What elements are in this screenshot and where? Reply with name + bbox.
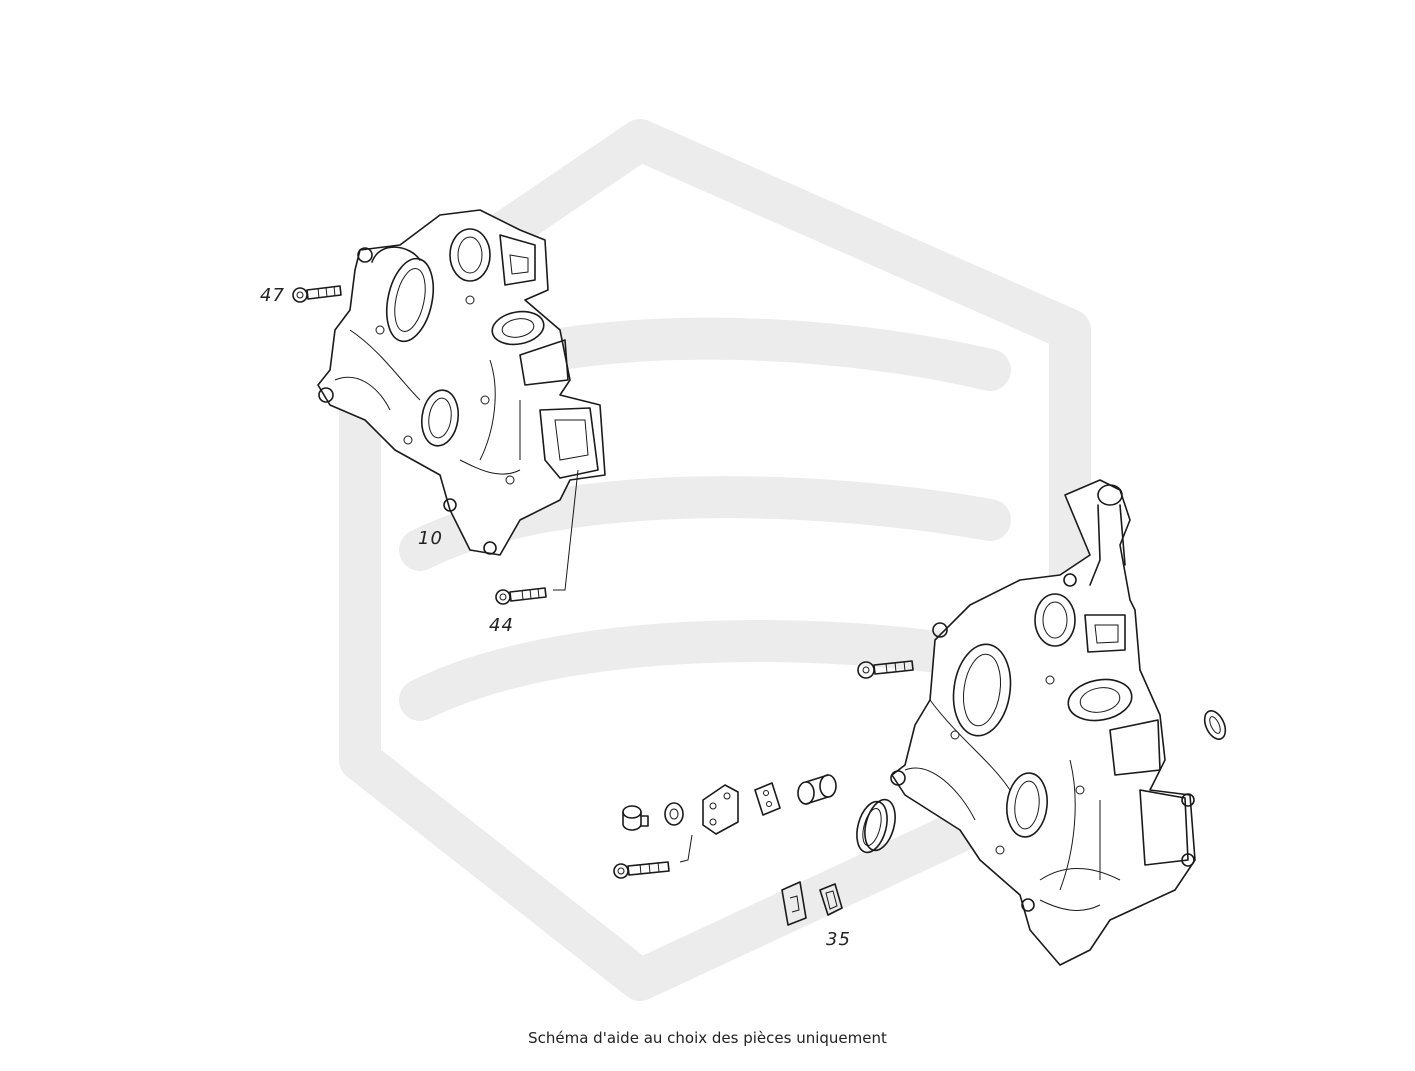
diagram-caption: Schéma d'aide au choix des pièces unique… <box>528 1029 887 1047</box>
small-parts <box>613 774 896 926</box>
timing-cover-lower <box>890 479 1196 966</box>
timing-cover-upper <box>317 209 606 556</box>
callout-44: 44 <box>489 615 514 636</box>
washer-right <box>1203 710 1227 740</box>
callout-47: 47 <box>260 285 285 306</box>
callout-35: 35 <box>826 929 851 950</box>
bolt-right <box>857 660 914 679</box>
bolt-47 <box>292 285 342 303</box>
callout-10: 10 <box>418 528 443 549</box>
bolt-44 <box>495 469 579 605</box>
